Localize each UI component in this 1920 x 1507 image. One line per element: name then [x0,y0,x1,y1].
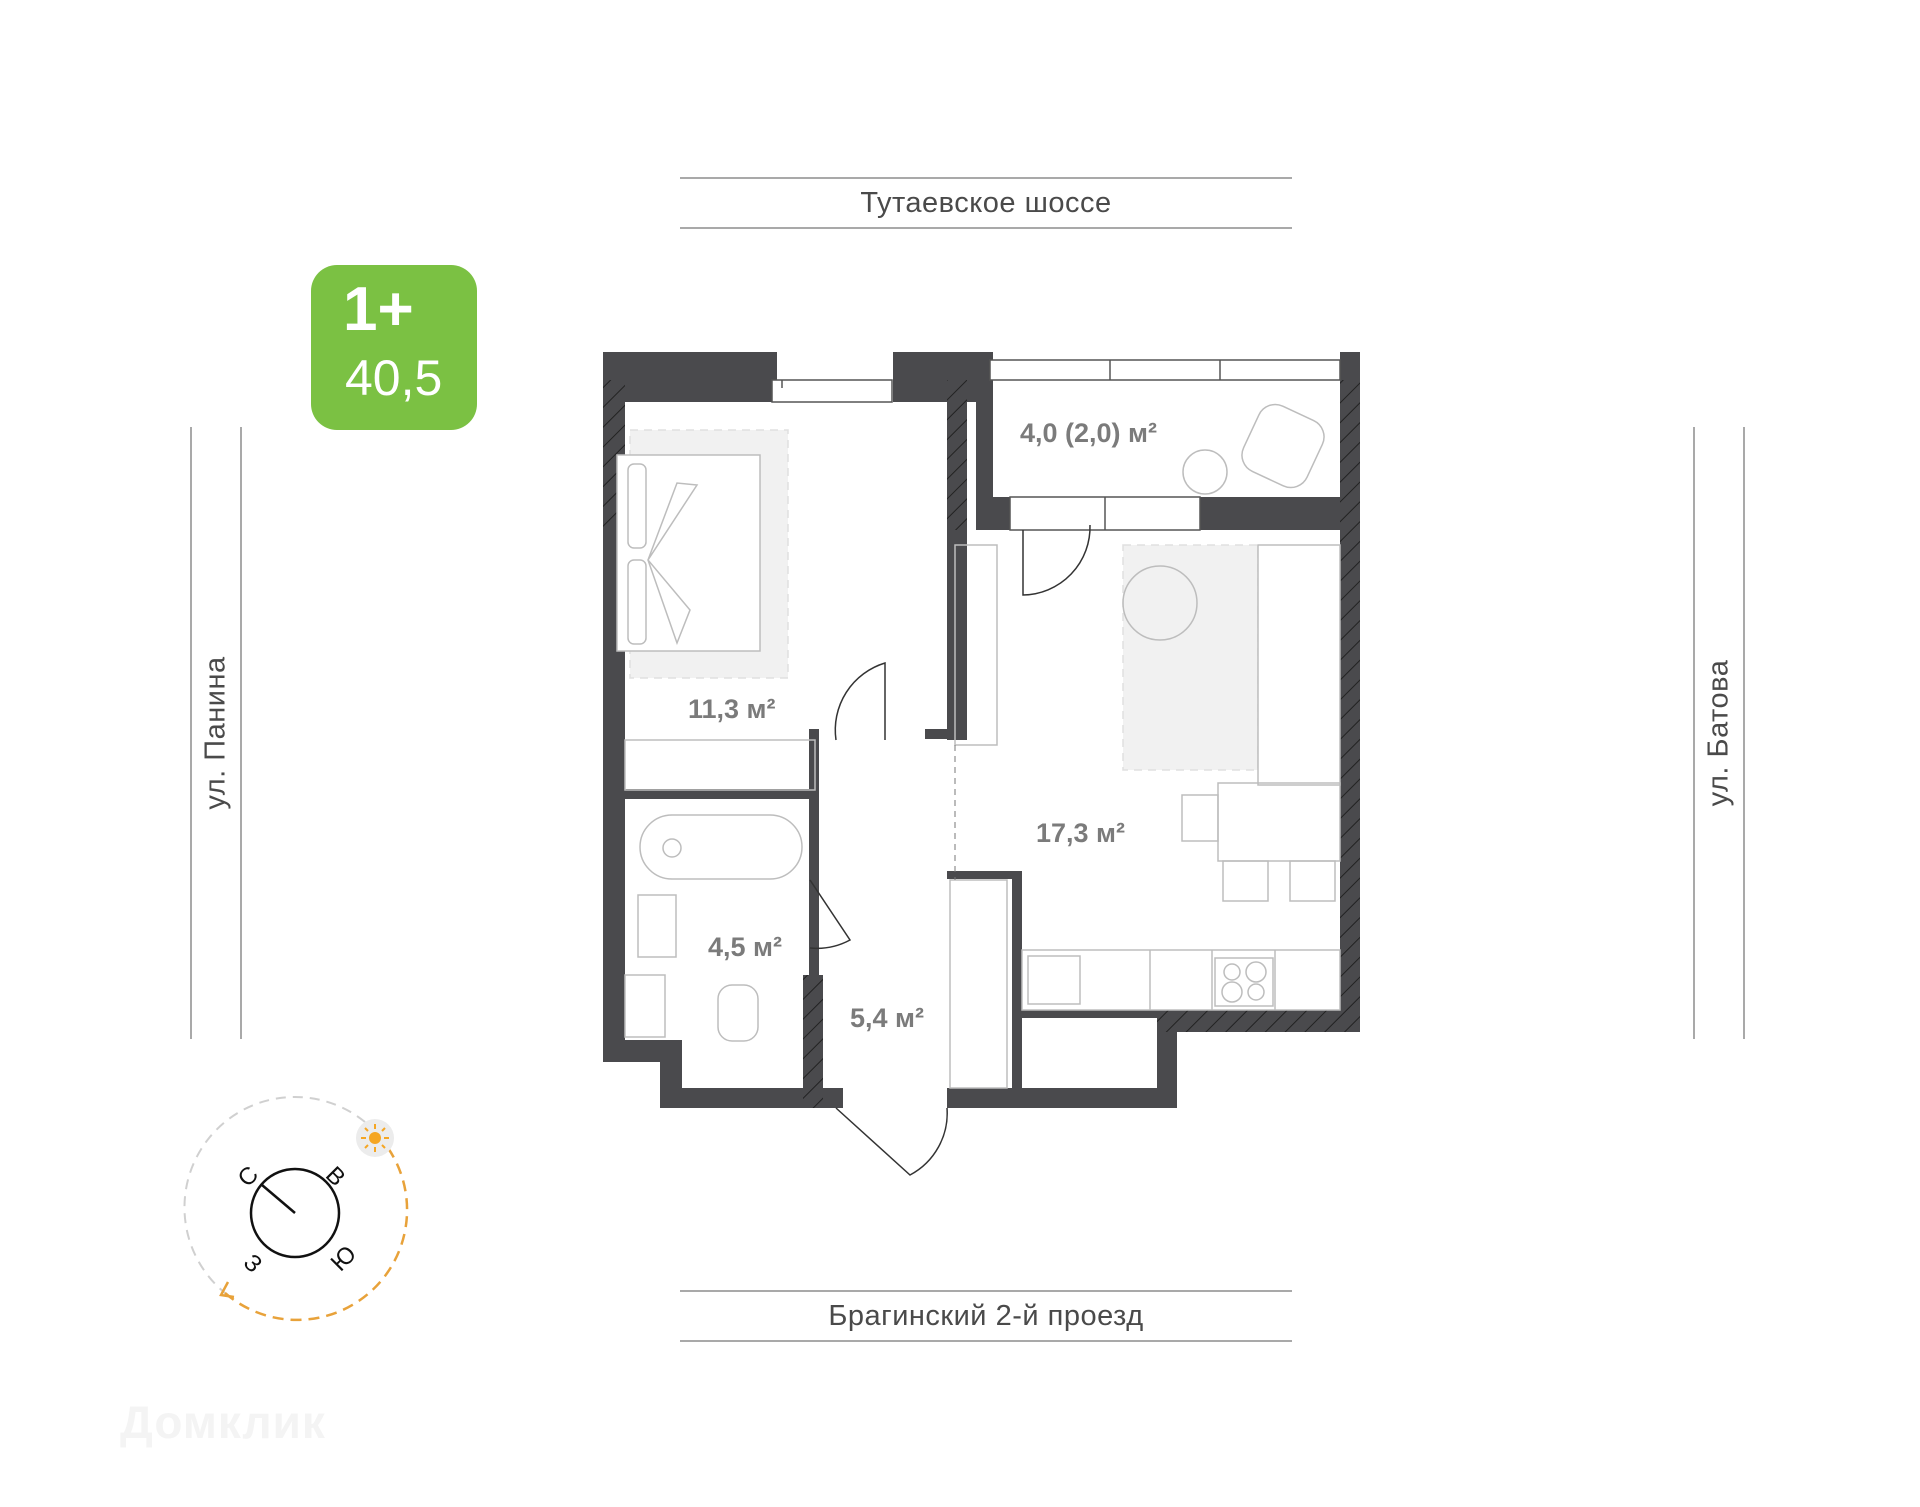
street-right: ул. Батова [1693,427,1745,1039]
hatched-wall-right [1340,380,1360,1030]
street-bottom-label: Брагинский 2-й проезд [828,1299,1144,1332]
apartment-type-badge: 1+ 40,5 [311,265,477,430]
area-balcony: 4,0 (2,0) м² [1020,418,1158,448]
area-bathroom: 4,5 м² [708,932,782,962]
furniture [616,403,1341,1089]
street-bottom: Брагинский 2-й проезд [680,1290,1292,1342]
area-bedroom: 11,3 м² [688,694,776,724]
street-top: Тутаевское шоссе [680,177,1292,229]
watermark-logo: Домклик [120,1396,326,1448]
room-count: 1+ [343,275,414,344]
doors [809,524,1091,1176]
street-top-label: Тутаевское шоссе [860,186,1112,219]
street-left: ул. Панина [190,427,242,1039]
area-living-kitchen: 17,3 м² [1036,818,1126,848]
area-hallway: 5,4 м² [850,1003,924,1033]
windows [771,352,1341,531]
total-area: 40,5 [345,350,443,406]
hatched-wall-mid [947,380,967,530]
